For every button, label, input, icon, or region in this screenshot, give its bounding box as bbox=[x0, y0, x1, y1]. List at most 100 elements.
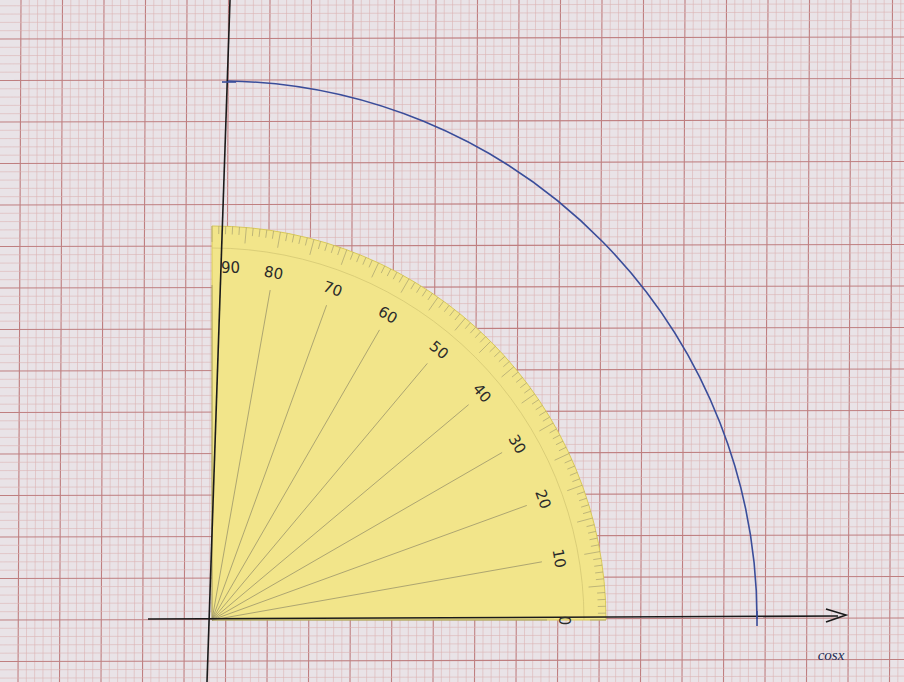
grid-line bbox=[151, 0, 154, 682]
protractor-tick bbox=[411, 282, 415, 289]
grid-line bbox=[873, 0, 876, 682]
protractor-tick bbox=[579, 498, 587, 500]
protractor-tick bbox=[512, 372, 518, 377]
protractor-tick bbox=[450, 310, 455, 316]
grid-line bbox=[807, 0, 810, 682]
protractor-tick bbox=[570, 472, 577, 475]
grid-line bbox=[0, 668, 904, 670]
grid-line bbox=[707, 0, 710, 682]
grid-line bbox=[0, 651, 904, 653]
grid-line bbox=[0, 145, 904, 147]
protractor-tick bbox=[325, 243, 327, 251]
grid-line bbox=[732, 0, 735, 682]
protractor-tick bbox=[350, 252, 353, 259]
grid-line bbox=[823, 0, 826, 682]
protractor-tick bbox=[399, 275, 403, 282]
protractor-tick bbox=[278, 232, 281, 248]
grid-line bbox=[682, 0, 685, 682]
protractor-tick bbox=[439, 301, 444, 307]
protractor-tick bbox=[259, 229, 261, 237]
grid-line bbox=[715, 0, 718, 682]
protractor-tick bbox=[597, 599, 605, 600]
grid-line bbox=[0, 112, 904, 114]
protractor-tick bbox=[401, 279, 409, 293]
grid-line bbox=[865, 0, 868, 682]
grid-line bbox=[176, 0, 179, 682]
protractor-tick bbox=[341, 250, 346, 265]
protractor-tick bbox=[429, 297, 438, 310]
protractor-tick bbox=[539, 423, 553, 431]
grid-line bbox=[0, 643, 904, 645]
protractor-tick bbox=[588, 531, 596, 533]
protractor-tick bbox=[550, 429, 557, 433]
grid-line bbox=[699, 0, 702, 682]
protractor-tick bbox=[559, 447, 566, 451]
protractor-tick bbox=[591, 545, 599, 547]
grid-line bbox=[0, 12, 904, 14]
grid-line bbox=[0, 203, 904, 205]
protractor-tick bbox=[543, 417, 550, 421]
grid-line bbox=[0, 236, 904, 238]
grid-line bbox=[740, 0, 743, 682]
protractor-lines bbox=[212, 226, 606, 620]
protractor-tick bbox=[565, 460, 572, 463]
grid-line bbox=[26, 0, 29, 682]
grid-line bbox=[773, 0, 776, 682]
grid-line bbox=[831, 0, 834, 682]
protractor-tick bbox=[577, 492, 585, 495]
protractor-quadrant bbox=[212, 226, 606, 620]
protractor-tick bbox=[470, 327, 475, 333]
grid-line bbox=[0, 626, 904, 628]
protractor-tick bbox=[522, 394, 535, 403]
grid-line bbox=[0, 153, 904, 155]
protractor-tick bbox=[455, 318, 465, 330]
grid-line bbox=[0, 211, 904, 213]
protractor-tick bbox=[292, 235, 294, 243]
protractor-tick bbox=[318, 241, 320, 249]
grid-line bbox=[159, 0, 162, 682]
grid-line bbox=[0, 269, 904, 271]
protractor-radial-line bbox=[212, 363, 427, 620]
protractor-tick bbox=[595, 571, 603, 573]
protractor-tick bbox=[299, 236, 301, 244]
protractor-tick bbox=[428, 293, 432, 300]
grid-line bbox=[790, 0, 793, 682]
protractor-tick bbox=[520, 383, 526, 388]
grid-line bbox=[782, 0, 785, 682]
protractor-tick bbox=[245, 227, 246, 243]
grid-line bbox=[18, 0, 21, 682]
grid-line bbox=[201, 0, 204, 682]
y-axis bbox=[207, 0, 230, 682]
protractor-tick bbox=[572, 479, 579, 482]
protractor-tick bbox=[532, 400, 539, 404]
grid-line bbox=[690, 0, 693, 682]
protractor-tick bbox=[212, 226, 213, 242]
grid-line bbox=[184, 0, 187, 682]
protractor-tick bbox=[539, 411, 546, 415]
grid-line bbox=[0, 294, 904, 296]
protractor-tick bbox=[369, 260, 372, 267]
protractor-tick bbox=[310, 239, 314, 254]
protractor-tick bbox=[363, 257, 366, 264]
grid-line bbox=[624, 0, 627, 682]
grid-line bbox=[143, 0, 146, 682]
protractor-radial-line bbox=[212, 290, 270, 620]
grid-line bbox=[167, 0, 170, 682]
protractor-radial-line bbox=[212, 305, 327, 620]
grid-line bbox=[0, 4, 904, 6]
degree-number: 0 bbox=[556, 615, 571, 625]
grid-line bbox=[0, 635, 904, 637]
protractor-tick bbox=[225, 226, 226, 234]
grid-line bbox=[0, 70, 904, 72]
protractor-radial-line bbox=[212, 562, 542, 620]
protractor-tick bbox=[455, 314, 460, 320]
grid-line bbox=[856, 0, 859, 682]
protractor-tick bbox=[252, 228, 254, 236]
grid-line bbox=[840, 0, 843, 682]
grid-line bbox=[0, 178, 904, 180]
grid-line bbox=[0, 137, 904, 139]
grid-line bbox=[0, 261, 904, 263]
protractor-radial-line bbox=[212, 453, 502, 621]
